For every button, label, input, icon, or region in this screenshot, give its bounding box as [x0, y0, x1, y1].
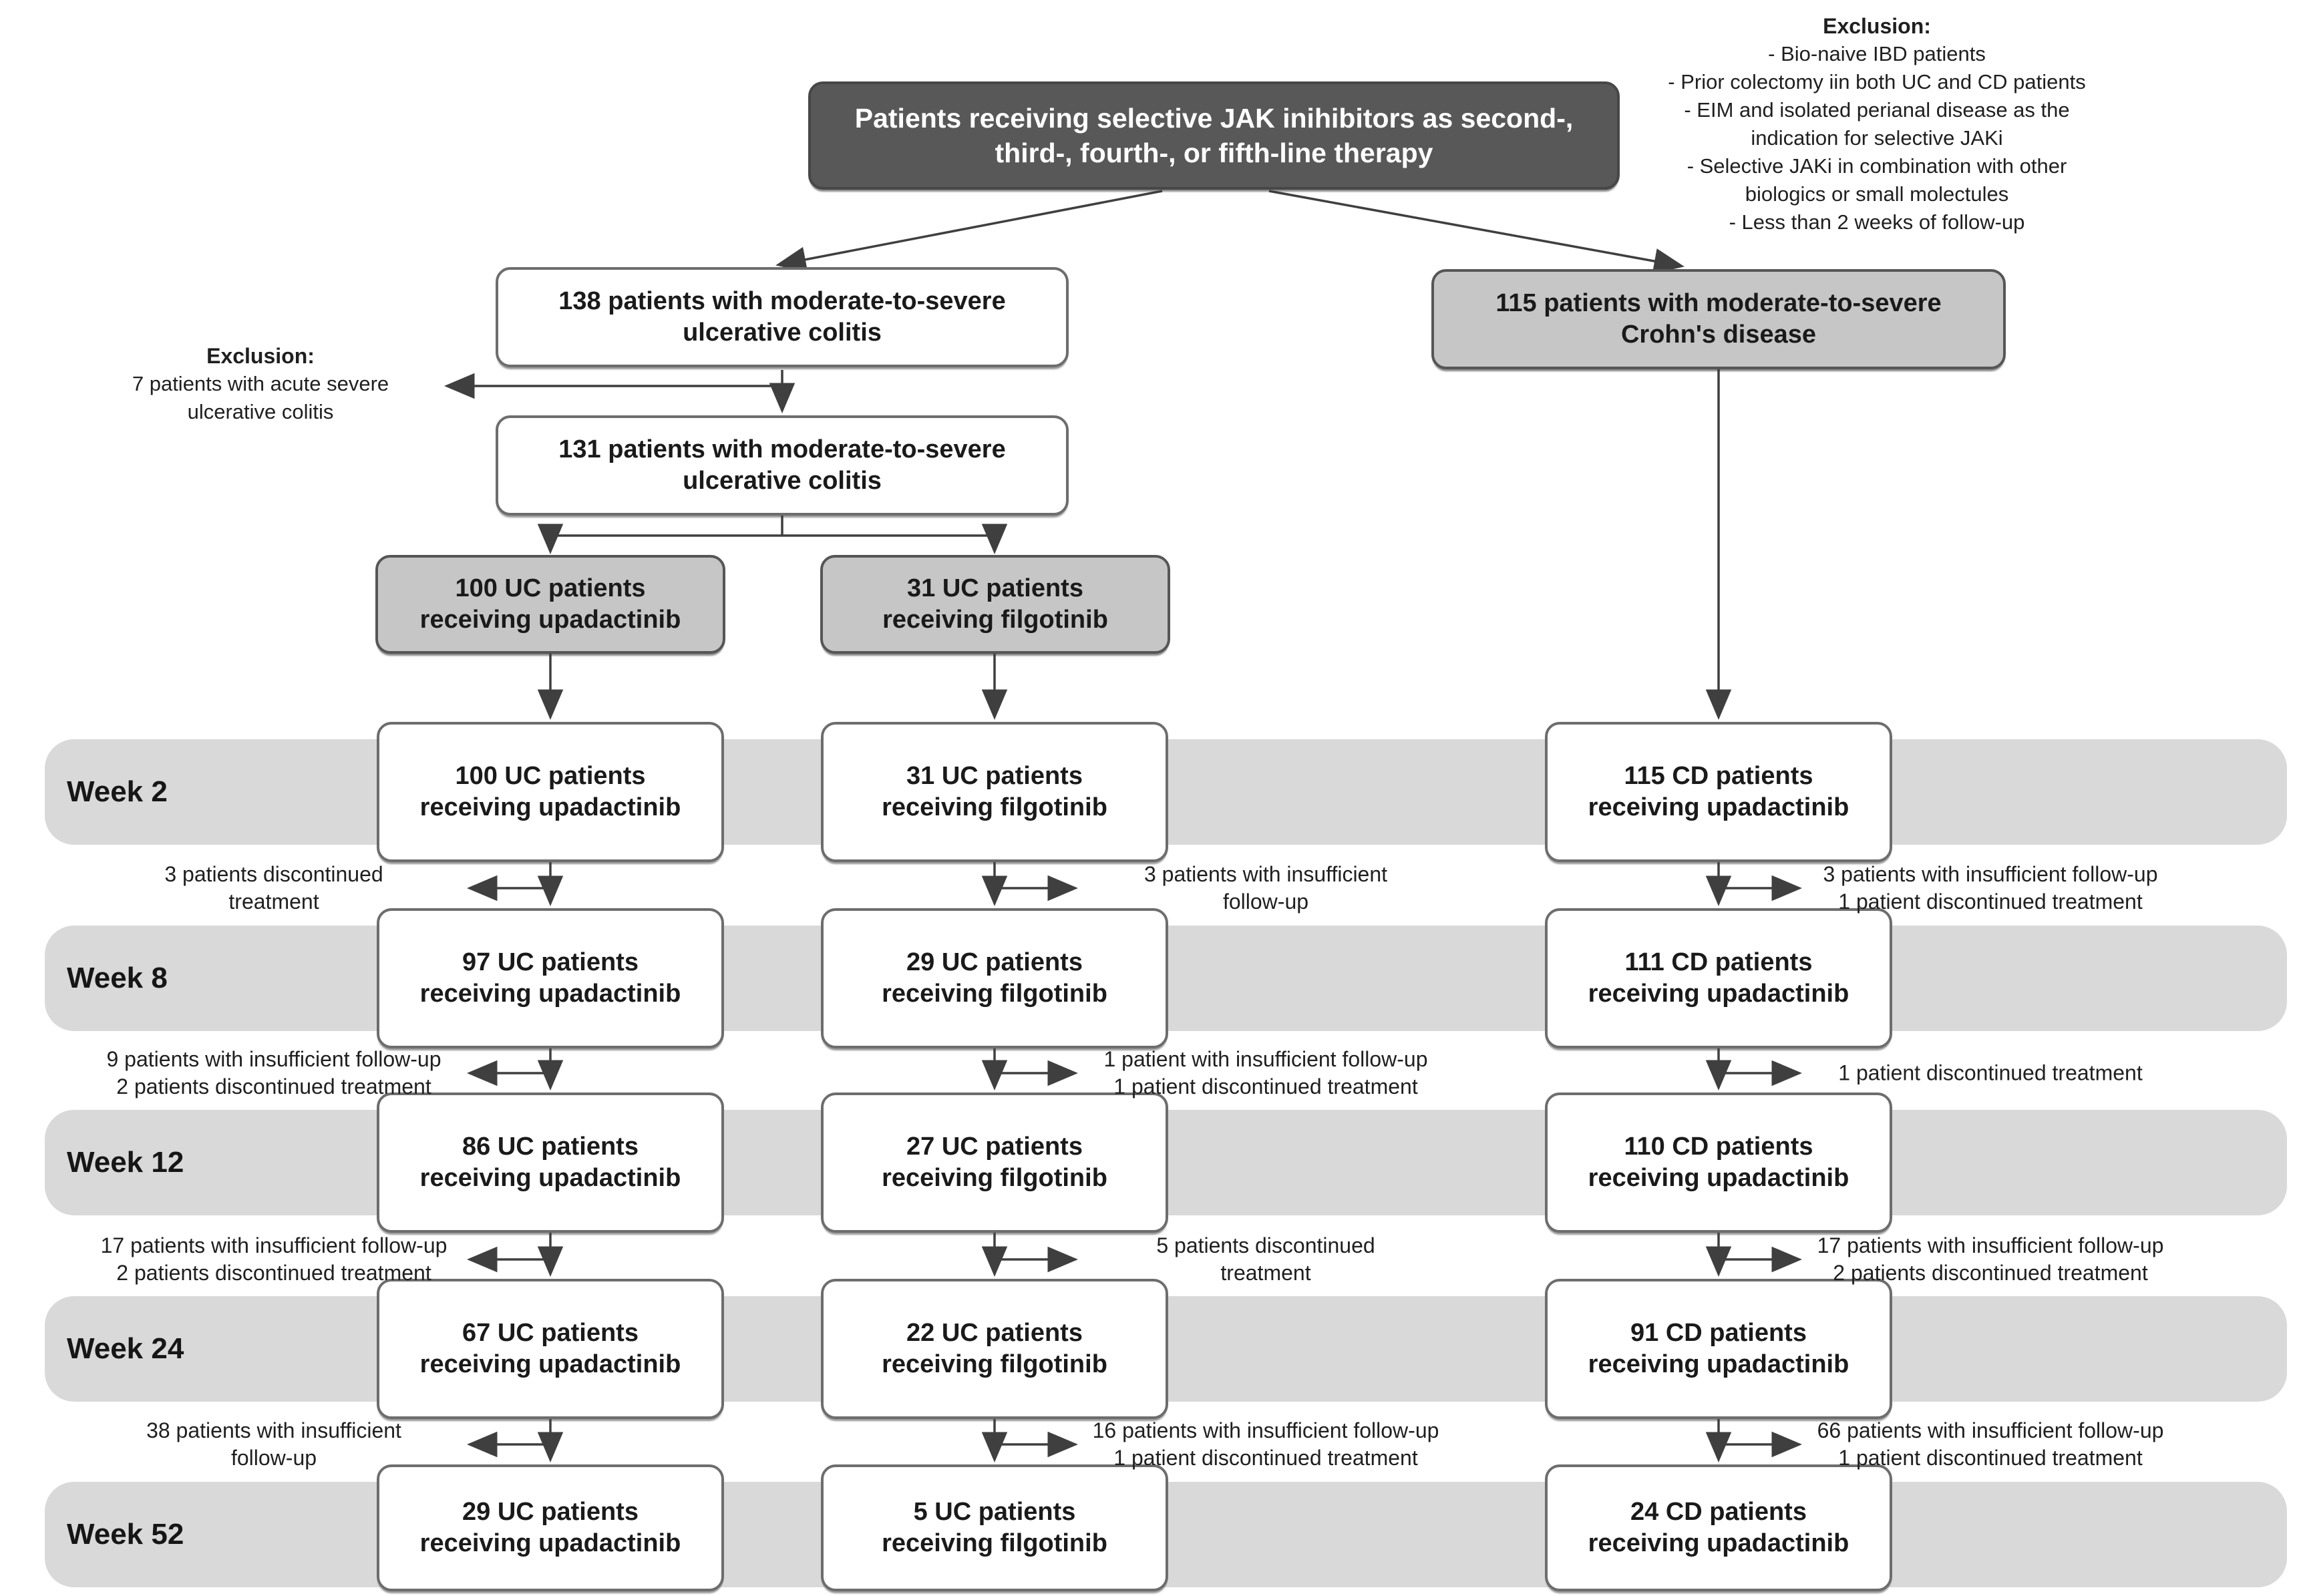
note-gap4-cd-upadacitinib: 66 patients with insufficient follow-up … — [1817, 1418, 2164, 1470]
exclusion-note-left: Exclusion: 7 patients with acute severe … — [94, 342, 427, 426]
box-week8-uc-upadacitinib: 97 UC patients receiving upadactinib — [377, 908, 724, 1048]
note-gap2-cd-upadacitinib: 1 patient discontinued treatment — [1838, 1060, 2143, 1085]
box-week24-uc-upadacitinib: 67 UC patients receiving upadactinib — [377, 1279, 724, 1419]
box-week24-cd-upadacitinib: 91 CD patients receiving upadactinib — [1545, 1279, 1892, 1419]
note-gap3-cd-upadacitinib: 17 patients with insufficient follow-up … — [1817, 1233, 2164, 1285]
box-week2-uc-upadacitinib: 100 UC patients receiving upadactinib — [377, 722, 724, 862]
box-131-uc: 131 patients with moderate-to-severe ulc… — [496, 415, 1069, 516]
note-gap2-uc-upadacitinib: 9 patients with insufficient follow-up 2… — [106, 1047, 441, 1099]
box-week8-uc-filgotinib: 29 UC patients receiving filgotinib — [821, 908, 1168, 1048]
note-gap3-uc-upadacitinib: 17 patients with insufficient follow-up … — [100, 1233, 448, 1285]
exclusion-left-heading: Exclusion: — [206, 344, 315, 368]
week-label-12: Week 12 — [67, 1146, 184, 1179]
title-box: Patients receiving selective JAK inihibi… — [808, 81, 1620, 190]
box-week52-uc-filgotinib: 5 UC patients receiving filgotinib — [821, 1464, 1168, 1591]
note-gap1-uc-filgotinib: 3 patients with insufficient follow-up — [1143, 862, 1388, 914]
box-week12-uc-upadacitinib: 86 UC patients receiving upadactinib — [377, 1092, 724, 1233]
note-gap1-cd-upadacitinib: 3 patients with insufficient follow-up 1… — [1823, 862, 2158, 914]
week-label-8: Week 8 — [67, 962, 168, 994]
note-gap1-uc-upadacitinib: 3 patients discontinued treatment — [164, 862, 383, 914]
week-label-2: Week 2 — [67, 775, 168, 808]
week-label-24: Week 24 — [67, 1332, 184, 1365]
box-week8-cd-upadacitinib: 111 CD patients receiving upadactinib — [1545, 908, 1892, 1048]
box-uc-upadacitinib-arm: 100 UC patients receiving upadactinib — [375, 555, 725, 654]
box-week2-uc-filgotinib: 31 UC patients receiving filgotinib — [821, 722, 1168, 862]
note-gap3-uc-filgotinib: 5 patients discontinued treatment — [1156, 1233, 1375, 1285]
box-week12-uc-filgotinib: 27 UC patients receiving filgotinib — [821, 1092, 1168, 1233]
box-week12-cd-upadacitinib: 110 CD patients receiving upadactinib — [1545, 1092, 1892, 1233]
week-label-52: Week 52 — [67, 1518, 184, 1551]
exclusion-right-items: - Bio-naive IBD patients - Prior colecto… — [1668, 42, 2086, 234]
box-138-uc: 138 patients with moderate-to-severe ulc… — [496, 267, 1069, 367]
note-gap4-uc-upadacitinib: 38 patients with insufficient follow-up — [146, 1418, 401, 1470]
box-week52-cd-upadacitinib: 24 CD patients receiving upadactinib — [1545, 1464, 1892, 1591]
box-week52-uc-upadacitinib: 29 UC patients receiving upadactinib — [377, 1464, 724, 1591]
box-uc-filgotinib-arm: 31 UC patients receiving filgotinib — [820, 555, 1170, 654]
box-week2-cd-upadacitinib: 115 CD patients receiving upadactinib — [1545, 722, 1892, 862]
note-gap2-uc-filgotinib: 1 patient with insufficient follow-up 1 … — [1103, 1047, 1428, 1099]
exclusion-right-heading: Exclusion: — [1823, 14, 1931, 38]
exclusion-list-right: Exclusion: - Bio-naive IBD patients - Pr… — [1643, 12, 2111, 236]
note-gap4-uc-filgotinib: 16 patients with insufficient follow-up … — [1092, 1418, 1439, 1470]
exclusion-left-items: 7 patients with acute severe ulcerative … — [132, 372, 389, 423]
box-cd-115: 115 patients with moderate-to-severe Cro… — [1431, 269, 2006, 369]
box-week24-uc-filgotinib: 22 UC patients receiving filgotinib — [821, 1279, 1168, 1419]
